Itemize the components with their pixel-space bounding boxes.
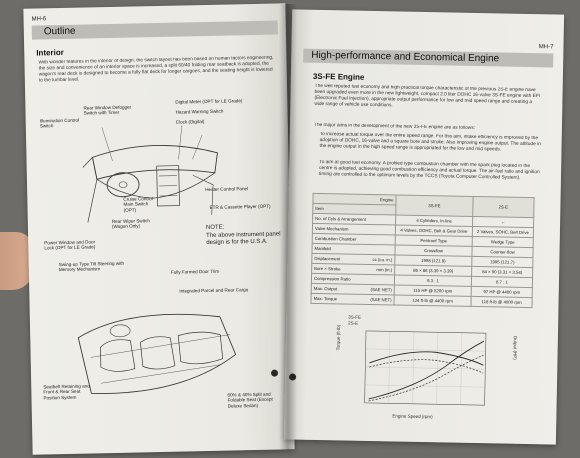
graph-xlabel: Engine Speed (rpm) xyxy=(392,413,433,420)
book-gutter-shadow xyxy=(279,4,297,450)
spec-row-label-text: No. of Cyls & Arrangement xyxy=(315,215,367,222)
spec-row-unit: (SAE NET) xyxy=(370,286,392,293)
spec-row-label-text: Compression Ratio xyxy=(313,275,351,282)
left-header-title: Outline xyxy=(43,25,76,38)
callout-hazard-switch: Hazard Warning Switch xyxy=(175,108,224,115)
graph-ylabel-left: Torque (ft·lb) xyxy=(335,324,342,351)
binding-hole xyxy=(270,369,279,377)
spec-header-col-a: 3S-FE xyxy=(395,194,474,217)
callout-tilt-steering: Swing-up Type Tilt Steering with Memory … xyxy=(58,260,125,273)
spec-row-label-text: Max. Output xyxy=(313,285,338,292)
spec-row-unit: mm (in.) xyxy=(376,267,393,273)
graph-ylabel-right: Output (HP) xyxy=(512,335,518,360)
spec-row-label-text: Displacement xyxy=(314,255,341,262)
callout-rear-cargo: Integrated Parcel and Rear Cargo xyxy=(179,287,249,294)
instrument-panel-illustration xyxy=(82,125,218,223)
cabin-interior-illustration xyxy=(77,313,237,394)
left-page-number: MH-6 xyxy=(31,16,47,23)
note-text: The above instrument panel design is for… xyxy=(206,231,281,247)
callout-clock: Clock (Digital) xyxy=(175,119,205,125)
spec-row-label-text: Combustion Chamber xyxy=(314,235,357,242)
engine-intro-text: The well reputed fuel economy and high p… xyxy=(314,83,541,109)
graph-legend-a: 3S-FE xyxy=(348,314,362,320)
graph-legend-b: 2S-E xyxy=(348,320,359,326)
engine-section-title: 3S-FE Engine xyxy=(312,71,365,82)
spec-row-value-b: 118 ft·lb @ 4000 rpm xyxy=(471,296,533,308)
callout-power-window: Power Window and Door Lock (OPT for LE G… xyxy=(44,239,96,251)
engine-bullet-2: To aim at good fuel economy. A profiled … xyxy=(318,159,540,181)
interior-intro-text: With wonder features in the interior of … xyxy=(38,55,274,84)
spec-row-label-text: Valve Mechanism xyxy=(314,225,349,232)
callout-rear-defogger: Rear Window Defogger Switch with Timer xyxy=(83,104,132,116)
spec-row-value-a: 124 ft·lb @ 4400 rpm xyxy=(393,294,472,307)
spec-row-unit: cc (cu. in.) xyxy=(372,257,393,263)
right-page: MH-7 High-performance and Economical Eng… xyxy=(283,9,565,445)
spec-row-label-text: Bore × Stroke xyxy=(314,265,341,272)
callout-door-trim: Fully Formed Door Trim xyxy=(170,268,220,275)
engine-performance-graph xyxy=(364,330,487,406)
spec-row-label-text: Manifold xyxy=(314,245,331,252)
spec-row-label: Max. Torque (SAE NET) xyxy=(311,293,395,305)
callout-digital-meter: Digital Meter (OPT for LE Grade) xyxy=(175,98,243,105)
right-page-number: MH-7 xyxy=(538,44,554,51)
callout-illumination: Illumination Control Switch xyxy=(39,117,80,129)
spec-header-col-b: 2S-E xyxy=(472,196,535,218)
spec-row-label-text: Max. Torque xyxy=(313,295,338,302)
engine-bullet-1: To increase actual torque over the entir… xyxy=(319,131,541,153)
interior-section-title: Interior xyxy=(36,47,64,58)
spec-row-unit: (SAE NET) xyxy=(370,296,392,303)
engine-spec-table: Engine 3S-FE 2S-E Item No. of Cyls & Arr… xyxy=(311,193,535,308)
left-page: MH-6 Outline Interior With wonder featur… xyxy=(23,3,295,455)
